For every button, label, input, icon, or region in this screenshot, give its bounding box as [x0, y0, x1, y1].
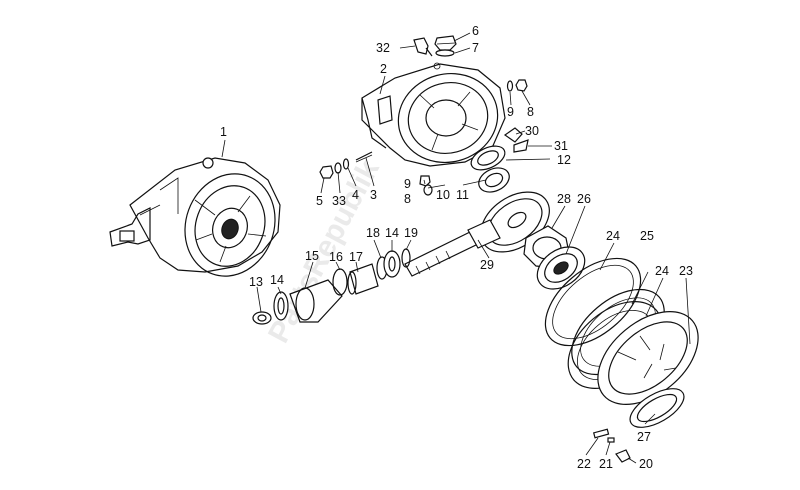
label-24-upper: 24: [606, 229, 620, 243]
part-8-washer-lower: [423, 184, 433, 196]
label-24-lower: 24: [655, 264, 669, 278]
part-30-bracket: [503, 127, 529, 153]
label-17: 17: [349, 250, 363, 264]
part-11-bearing: [478, 167, 510, 193]
part-5-nut: [319, 165, 334, 179]
part-14-bearing-right: [383, 250, 401, 278]
part-21-washer: [607, 437, 615, 443]
part-15-flange: [289, 279, 343, 323]
label-7: 7: [472, 41, 479, 55]
part-19-ring: [401, 248, 411, 268]
label-28: 28: [557, 192, 571, 206]
part-6-cap: [434, 35, 457, 51]
label-26: 26: [577, 192, 591, 206]
label-33: 33: [332, 194, 346, 208]
part-24-plate-upper: [544, 257, 642, 347]
label-6: 6: [472, 24, 479, 38]
label-19: 19: [404, 226, 418, 240]
label-10: 10: [436, 188, 450, 202]
label-13: 13: [249, 275, 263, 289]
part-33-washer: [334, 162, 342, 174]
label-23: 23: [679, 264, 693, 278]
label-32: 32: [376, 41, 390, 55]
leader-lines: [221, 32, 691, 464]
label-14-right: 14: [385, 226, 399, 240]
label-9-right: 9: [507, 105, 514, 119]
part-9-washer: [506, 80, 514, 92]
label-1: 1: [220, 125, 227, 139]
callout-labels: 1 2 3 4 5 6 7 8 8 9 9 10 11 12 13 14 14 …: [220, 24, 693, 471]
label-25: 25: [640, 229, 654, 243]
label-12: 12: [557, 153, 571, 167]
label-8-lower: 8: [404, 192, 411, 206]
part-23-cover: [597, 311, 699, 405]
part-7-washer: [435, 49, 455, 57]
label-29: 29: [480, 258, 494, 272]
label-20: 20: [639, 457, 653, 471]
part-22-pin: [592, 428, 610, 439]
part-26-bearing: [536, 246, 586, 290]
part-32-bolt: [413, 37, 433, 57]
label-30: 30: [525, 124, 539, 138]
part-29-pinion-shaft: [404, 219, 501, 277]
part-12-seal: [470, 145, 506, 171]
label-11: 11: [456, 188, 469, 202]
part-27-seal: [629, 388, 685, 428]
part-9-nut-lower: [419, 175, 431, 187]
part-3-stud: [355, 151, 373, 163]
label-22: 22: [577, 457, 591, 471]
label-21: 21: [599, 457, 613, 471]
part-8-nut: [515, 79, 528, 92]
part-20-bolt: [615, 449, 631, 463]
label-5: 5: [316, 194, 323, 208]
part-13-nut: [252, 311, 272, 325]
label-9-lower: 9: [404, 177, 411, 191]
label-3: 3: [370, 188, 377, 202]
part-1-housing: [109, 157, 281, 277]
label-31: 31: [554, 139, 568, 153]
part-16-ring: [332, 268, 348, 296]
label-4: 4: [352, 188, 359, 202]
part-4-washer: [342, 158, 350, 170]
label-14-left: 14: [270, 273, 284, 287]
part-17-spacer: [347, 263, 379, 295]
part-14-ring-left: [273, 291, 289, 321]
label-15: 15: [305, 249, 319, 263]
label-16: 16: [329, 250, 343, 264]
label-8-right: 8: [527, 105, 534, 119]
label-18: 18: [366, 226, 380, 240]
label-27: 27: [637, 430, 651, 444]
label-2: 2: [380, 62, 387, 76]
